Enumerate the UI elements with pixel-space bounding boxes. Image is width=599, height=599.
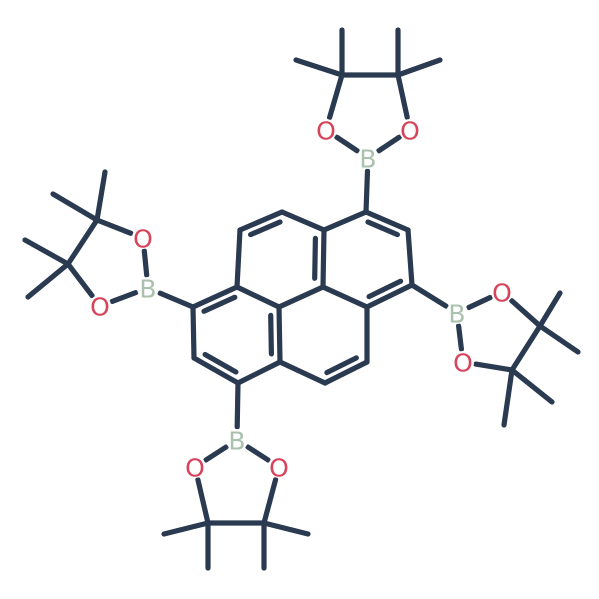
bond-line — [276, 304, 283, 365]
atom-label-background — [452, 351, 474, 373]
bond-line — [363, 209, 411, 233]
bond-line — [509, 298, 543, 329]
oxygen-atom-label: O — [316, 117, 336, 146]
bond-line — [320, 284, 370, 310]
bond-layer — [22, 27, 581, 571]
bond-line — [161, 520, 211, 537]
bond-line — [237, 209, 285, 233]
bond-line — [94, 169, 108, 223]
oxygen-atom-label: O — [269, 454, 289, 483]
boron-atom-label: B — [448, 300, 465, 329]
bond-line — [320, 227, 327, 290]
bond-line — [276, 284, 326, 310]
bond-line — [363, 168, 371, 215]
atom-label-background — [132, 227, 154, 249]
bond-line — [190, 284, 240, 310]
bond-line — [261, 520, 311, 537]
boron-atom-label: B — [359, 145, 376, 174]
double-bond-inner-line — [268, 312, 274, 357]
bond-line — [191, 355, 241, 386]
bond-line — [279, 209, 327, 233]
bond-line — [22, 237, 71, 267]
boron-atom-label: B — [228, 427, 245, 456]
bond-line — [409, 282, 449, 309]
double-bond-inner-line — [201, 294, 238, 314]
bond-line — [509, 367, 555, 405]
atom-label-background — [315, 119, 337, 141]
bond-line — [327, 72, 345, 121]
bond-line — [65, 261, 95, 299]
atom-label-background — [399, 119, 421, 141]
bond-line — [277, 359, 328, 386]
oxygen-atom-label: O — [90, 293, 110, 322]
bond-line — [395, 72, 410, 120]
oxygen-atom-label: O — [400, 117, 420, 146]
double-bond-inner-line — [202, 351, 239, 375]
bond-line — [94, 217, 134, 236]
double-bond-inner-line — [312, 235, 318, 281]
bond-line — [376, 134, 402, 154]
bond-line — [25, 261, 71, 300]
bond-line — [405, 227, 415, 288]
bond-line — [473, 361, 515, 373]
bond-line — [261, 477, 279, 526]
bond-line — [322, 359, 370, 386]
bond-line — [509, 323, 543, 373]
atom-label-background — [89, 295, 111, 317]
bond-line — [537, 290, 563, 329]
bond-line — [157, 290, 196, 310]
atom-label-background — [357, 147, 379, 169]
atom-label-background — [137, 277, 159, 299]
double-bond-inner-line — [248, 219, 283, 238]
bond-line — [203, 444, 229, 463]
oxygen-atom-label: O — [453, 349, 473, 378]
bond-line — [234, 380, 241, 430]
bond-line — [141, 248, 150, 278]
bond-line — [109, 290, 139, 304]
bond-line — [456, 323, 464, 352]
bond-line — [293, 57, 345, 78]
double-bond-inner-line — [324, 355, 359, 376]
bond-line — [195, 477, 211, 526]
bond-line — [501, 367, 515, 428]
bond-line — [245, 444, 271, 463]
atom-label-background — [226, 429, 248, 451]
bond-line — [190, 304, 197, 361]
bond-line — [537, 323, 581, 355]
double-bond-inner-line — [365, 219, 400, 238]
atom-label-background — [491, 281, 513, 303]
bond-line — [234, 227, 243, 290]
atom-label-background — [184, 456, 206, 478]
bond-line — [50, 191, 100, 223]
atom-label-background — [446, 302, 468, 324]
bond-line — [466, 294, 493, 311]
oxygen-atom-label: O — [492, 279, 512, 308]
bond-line — [234, 284, 282, 310]
bond-line — [334, 134, 360, 154]
double-bond-inner-line — [366, 278, 404, 300]
bond-line — [235, 359, 283, 386]
boron-atom-label: B — [139, 275, 156, 304]
bond-line — [364, 282, 415, 310]
bond-line — [65, 217, 100, 267]
atom-label-background — [268, 456, 290, 478]
bond-line — [321, 209, 369, 233]
bond-line — [395, 57, 443, 78]
oxygen-atom-label: O — [133, 225, 153, 254]
oxygen-atom-label: O — [185, 454, 205, 483]
